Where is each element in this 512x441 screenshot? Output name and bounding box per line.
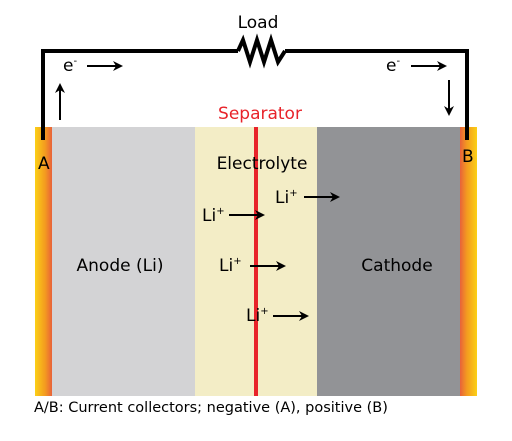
load-label: Load: [238, 13, 279, 33]
separator-line: [254, 127, 258, 396]
cathode-region: [317, 127, 460, 396]
li-ion-label-4: Li+: [246, 306, 269, 326]
li-ion-label-1: Li+: [275, 188, 298, 208]
electron-label-left: e-: [63, 56, 77, 76]
terminal-b-label: B: [462, 147, 474, 167]
caption: A/B: Current collectors; negative (A), p…: [34, 400, 388, 416]
current-collector-b: [460, 127, 477, 396]
external-circuit-wire: [41, 49, 469, 140]
current-collector-a: [35, 127, 52, 396]
cathode-label: Cathode: [361, 256, 432, 276]
electron-label-right: e-: [386, 56, 400, 76]
li-ion-label-3: Li+: [219, 256, 242, 276]
load-resistor: [236, 33, 287, 69]
terminal-a-label: A: [38, 154, 50, 174]
li-ion-label-2: Li+: [202, 206, 225, 226]
anode-region: [52, 127, 195, 396]
anode-label: Anode (Li): [77, 256, 164, 276]
separator-label: Separator: [218, 104, 302, 124]
electrolyte-label: Electrolyte: [217, 154, 308, 174]
